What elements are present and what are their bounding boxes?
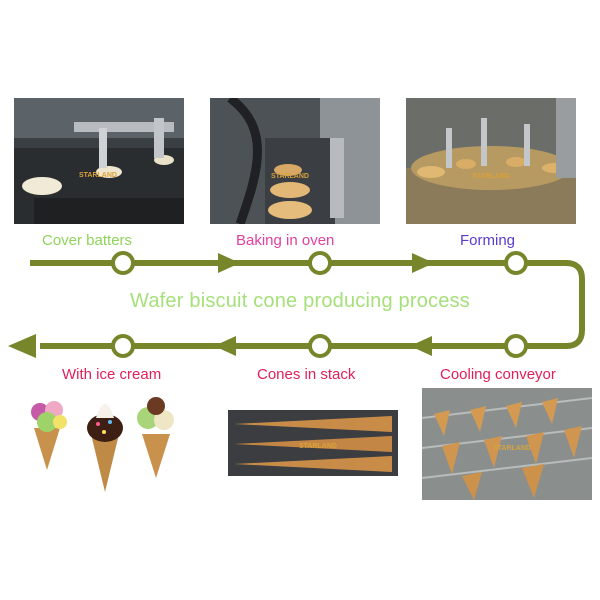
cooling-conveyor-image: STARLAND: [422, 388, 592, 500]
cover-batters-image: STARLAND: [14, 98, 184, 224]
ice-cream-image: [20, 390, 190, 500]
step-label-forming: Forming: [460, 232, 516, 249]
diagram-title: Wafer biscuit cone producing process: [130, 290, 470, 312]
photo-cones-in-stack: STARLAND: [228, 410, 398, 476]
arrow-left-icon: [214, 336, 236, 356]
watermark-text: STARLAND: [79, 172, 117, 179]
step-label-baking-in-oven: Baking in oven: [236, 232, 335, 249]
step-node: [504, 251, 528, 275]
step-label-cover-batters: Cover batters: [42, 232, 133, 249]
watermark-text: STARLAND: [271, 173, 309, 180]
flow-line-turn: [565, 260, 585, 349]
arrow-right-icon: [218, 253, 240, 273]
photo-ice-cream-cones: [20, 390, 190, 500]
watermark-text: STARLAND: [493, 445, 531, 452]
arrow-right-icon: [412, 253, 434, 273]
baking-oven-image: STARLAND: [210, 98, 380, 224]
forming-image: STARLAND: [406, 98, 576, 224]
photo-cooling-conveyor: STARLAND: [422, 388, 592, 500]
photo-cover-batters: STARLAND: [14, 98, 184, 224]
step-node: [308, 334, 332, 358]
step-label-cones-in-stack: Cones in stack: [257, 366, 356, 383]
photo-baking-in-oven: STARLAND: [210, 98, 380, 224]
arrow-end-icon: [8, 334, 36, 358]
arrow-left-icon: [410, 336, 432, 356]
photo-forming: STARLAND: [406, 98, 576, 224]
step-node: [308, 251, 332, 275]
step-node: [111, 334, 135, 358]
watermark-text: STARLAND: [299, 443, 337, 450]
step-node: [111, 251, 135, 275]
step-label-with-ice-cream: With ice cream: [62, 366, 162, 383]
cones-stack-image: STARLAND: [228, 410, 398, 476]
watermark-text: STARLAND: [472, 173, 510, 180]
step-label-cooling-conveyor: Cooling conveyor: [440, 366, 556, 383]
step-node: [504, 334, 528, 358]
